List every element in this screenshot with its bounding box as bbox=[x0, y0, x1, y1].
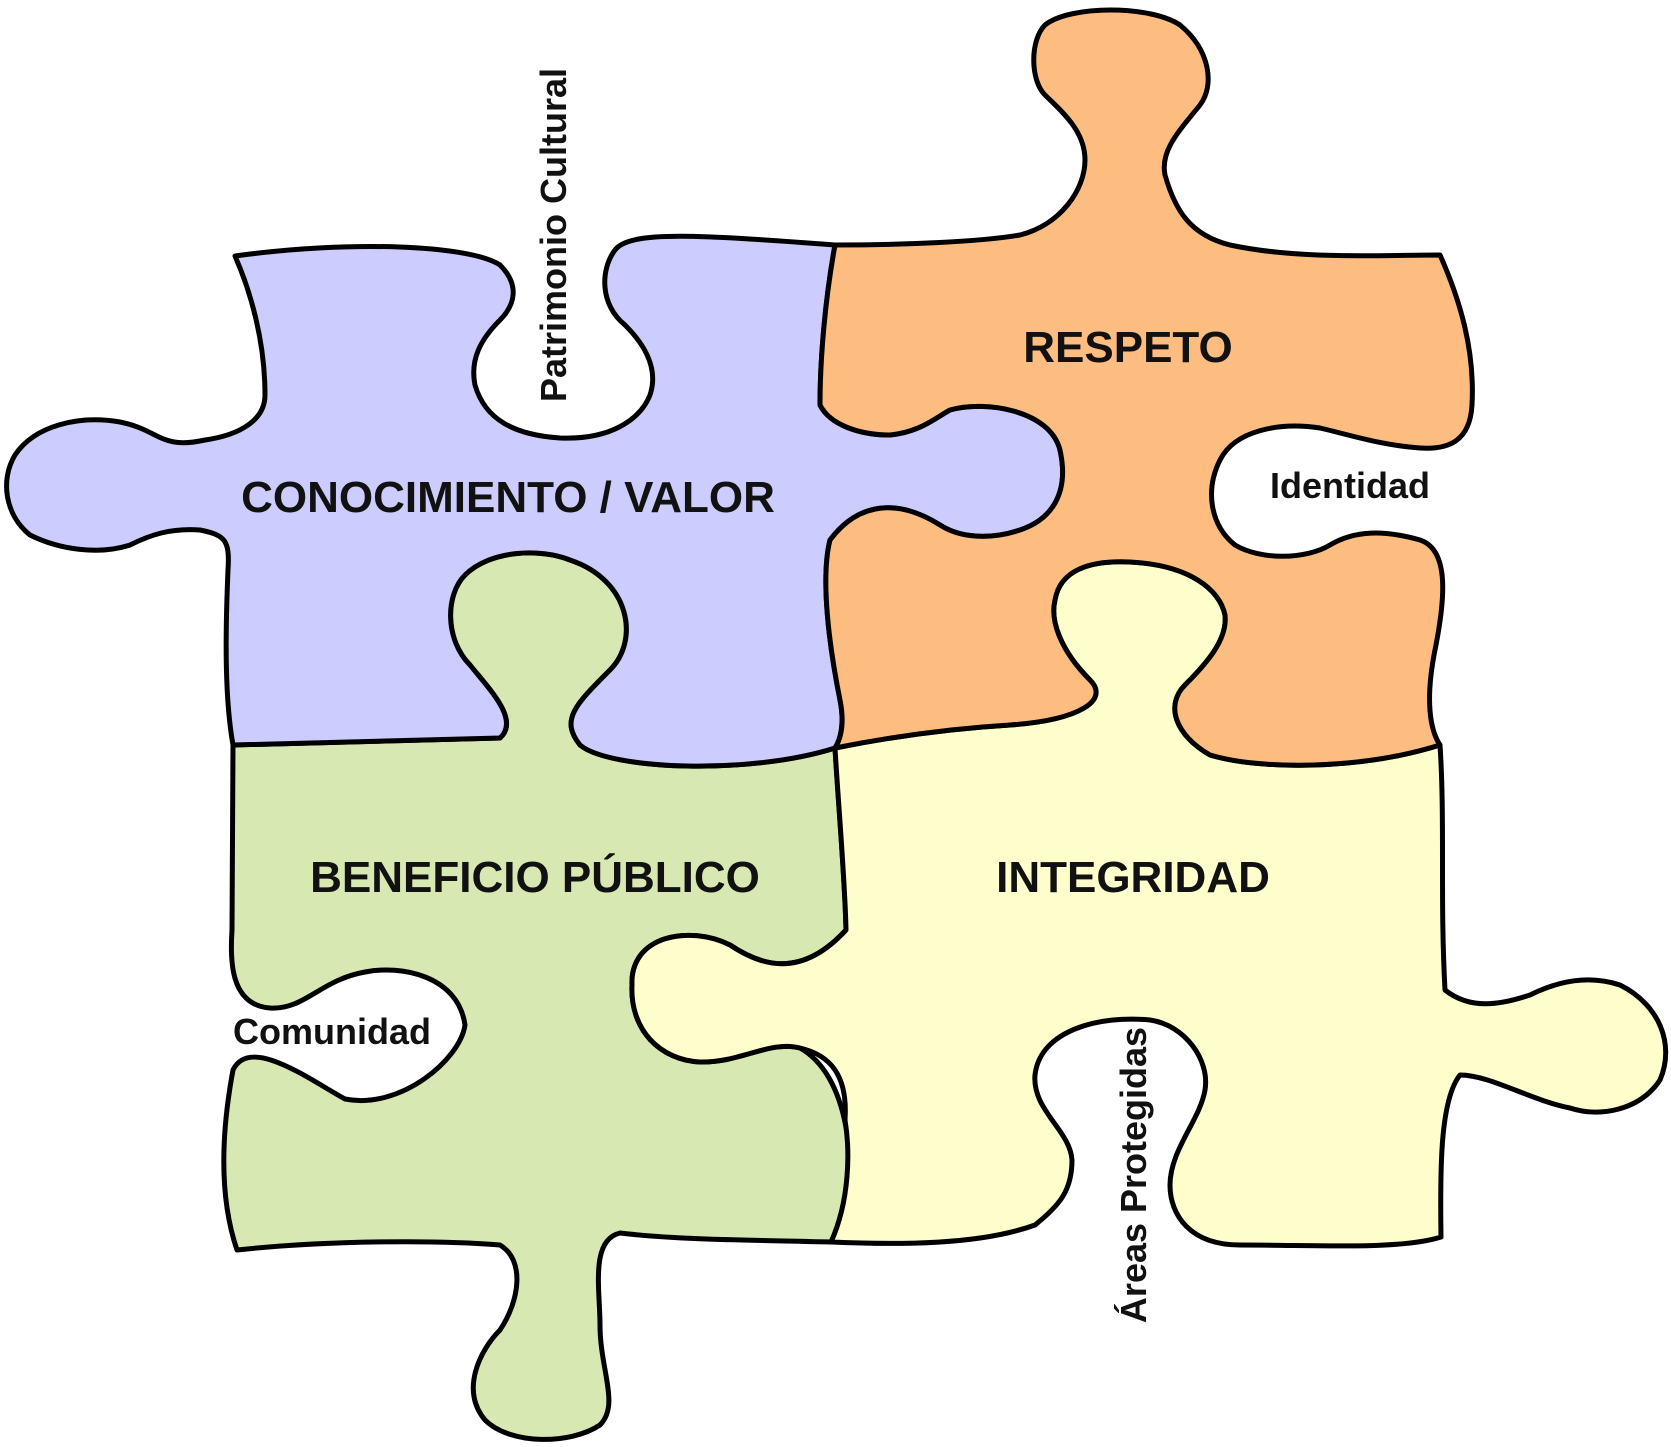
label-identidad: Identidad bbox=[1270, 465, 1430, 506]
piece-respeto bbox=[817, 7, 1475, 768]
label-beneficio-publico: BENEFICIO PÚBLICO bbox=[310, 852, 760, 902]
label-patrimonio-cultural: Patrimonio Cultural bbox=[533, 68, 574, 402]
label-areas-protegidas: Áreas Protegidas bbox=[1113, 1027, 1154, 1323]
label-respeto: RESPETO bbox=[1023, 323, 1232, 372]
label-conocimiento-valor: CONOCIMIENTO / VALOR bbox=[241, 473, 775, 522]
label-comunidad: Comunidad bbox=[233, 1011, 431, 1052]
label-integridad: INTEGRIDAD bbox=[996, 853, 1270, 902]
